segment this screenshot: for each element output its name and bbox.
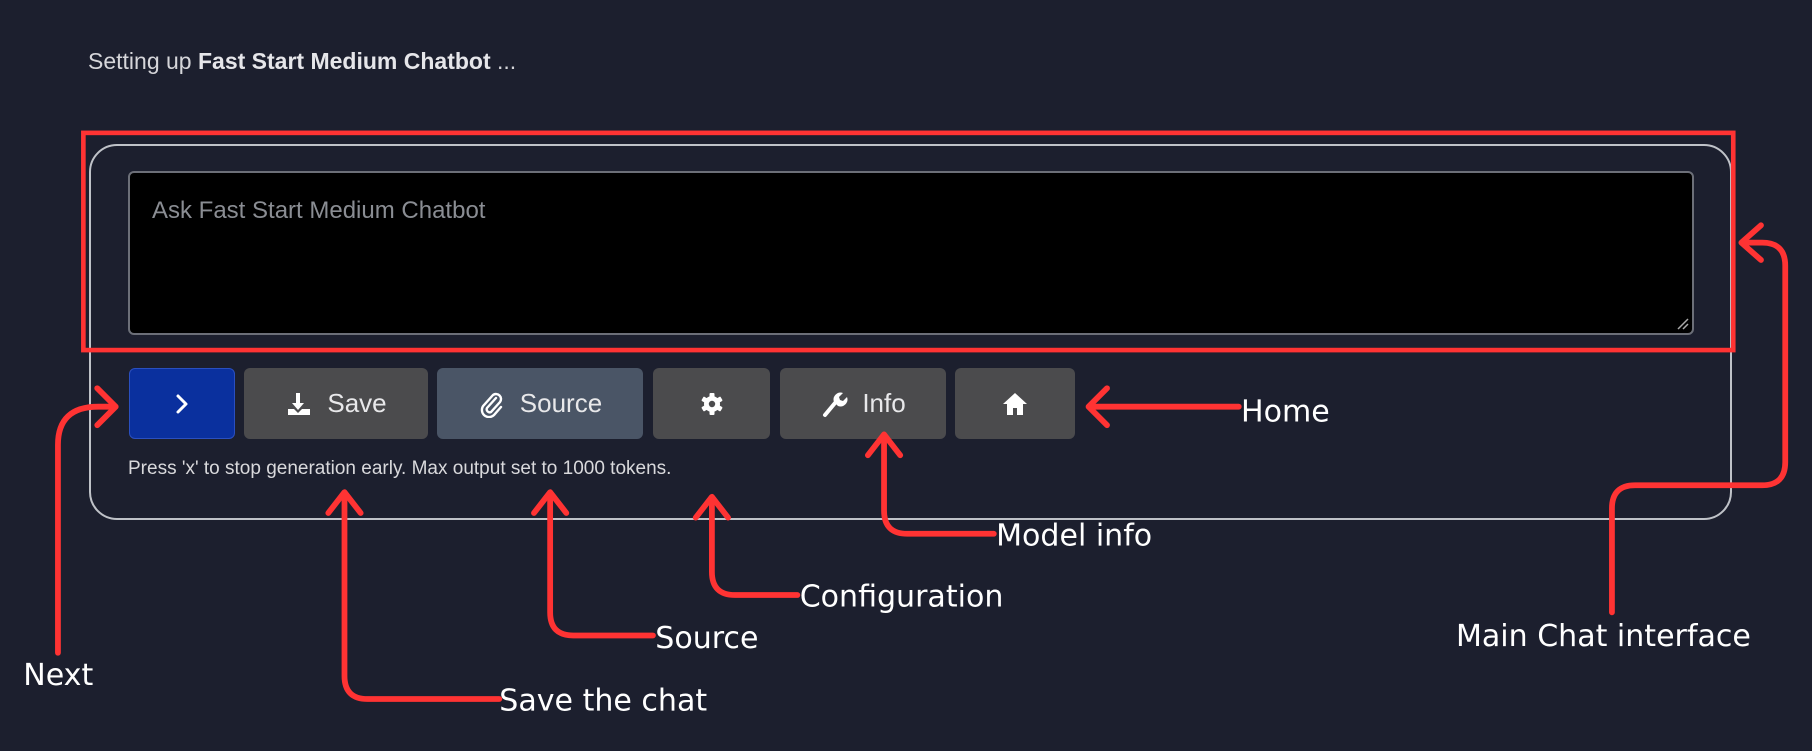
setup-status-text: Setting up Fast Start Medium Chatbot ... (88, 48, 516, 75)
next-arrow (55, 385, 119, 656)
paperclip-icon (480, 392, 502, 418)
main-chat-highlight-box (81, 130, 1736, 353)
configuration-button[interactable] (653, 368, 770, 439)
label-save-chat: Save the chat (499, 684, 707, 719)
label-next: Next (23, 658, 93, 693)
home-icon (1003, 392, 1027, 415)
status-prefix: Setting up (88, 48, 192, 74)
save-button[interactable]: Save (244, 368, 428, 439)
label-source: Source (655, 621, 758, 656)
download-icon (288, 392, 311, 415)
chat-input[interactable]: Ask Fast Start Medium Chatbot (128, 171, 1694, 335)
save-chat-arrow (325, 489, 503, 702)
info-label: Info (862, 388, 906, 418)
label-model-info: Model info (996, 518, 1152, 553)
resize-grip-icon[interactable] (1675, 316, 1689, 330)
model-info-arrow (864, 431, 997, 537)
generation-hint: Press 'x' to stop generation early. Max … (128, 458, 672, 479)
label-main-chat: Main Chat interface (1456, 619, 1751, 654)
gear-icon (701, 392, 722, 415)
home-button[interactable] (955, 368, 1075, 439)
home-arrow (1085, 385, 1242, 429)
chat-input-placeholder: Ask Fast Start Medium Chatbot (152, 197, 486, 224)
configuration-arrow (692, 493, 801, 598)
info-button[interactable]: Info (780, 368, 946, 439)
main-chat-arrow (1609, 222, 1789, 616)
status-suffix: ... (497, 48, 517, 74)
save-label: Save (327, 388, 387, 418)
source-button[interactable]: Source (437, 368, 643, 439)
label-configuration: Configuration (800, 580, 1004, 615)
source-arrow (531, 489, 656, 639)
bot-name: Fast Start Medium Chatbot (197, 48, 491, 74)
chevron-right-icon (176, 394, 188, 413)
label-home: Home (1241, 395, 1330, 430)
wrench-icon (823, 392, 848, 417)
next-button[interactable] (129, 368, 235, 439)
source-label: Source (519, 388, 603, 418)
